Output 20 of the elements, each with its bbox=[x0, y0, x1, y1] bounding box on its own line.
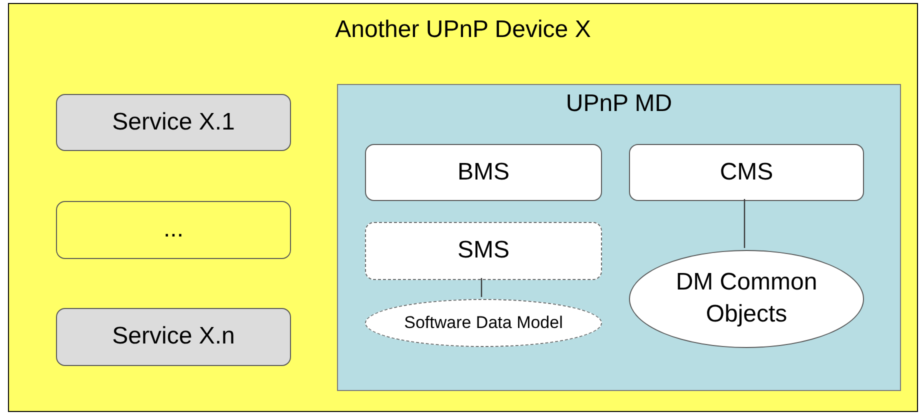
node-label: Service X.1 bbox=[111, 108, 236, 137]
panel-title: UPnP MD bbox=[564, 90, 674, 119]
node-label: DM Common Objects bbox=[674, 268, 818, 330]
service-box bbox=[56, 308, 291, 366]
panel-title: Another UPnP Device X bbox=[334, 16, 592, 45]
module-box bbox=[365, 222, 602, 280]
placeholder-box bbox=[56, 201, 291, 259]
service-box bbox=[56, 94, 291, 151]
module-box bbox=[629, 144, 864, 201]
node-label: CMS bbox=[718, 158, 774, 187]
node-label: Service X.n bbox=[111, 322, 236, 352]
node-label: SMS bbox=[456, 236, 510, 266]
connector-line bbox=[744, 199, 746, 248]
node-label: ... bbox=[162, 216, 184, 244]
node-label: Software Data Model bbox=[403, 312, 564, 334]
connector-line bbox=[480, 278, 482, 297]
node-label: BMS bbox=[456, 158, 510, 187]
module-box bbox=[365, 144, 602, 201]
device-panel bbox=[8, 3, 918, 412]
module-panel bbox=[337, 84, 901, 391]
